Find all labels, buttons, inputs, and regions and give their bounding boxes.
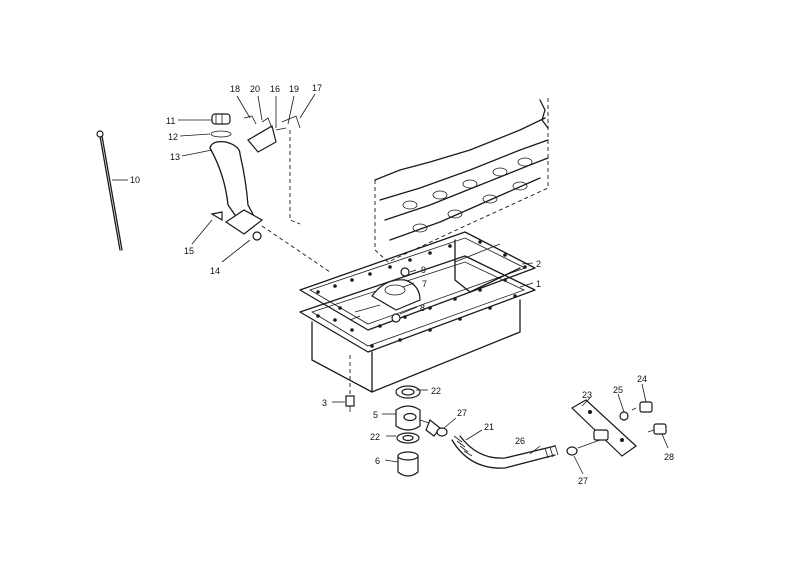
callout-25: 25 bbox=[613, 385, 623, 395]
callout-17: 17 bbox=[312, 83, 322, 93]
callout-27-right: 27 bbox=[578, 476, 588, 486]
callout-7: 7 bbox=[422, 279, 427, 289]
callout-28: 28 bbox=[664, 452, 674, 462]
oil-pan bbox=[299, 231, 536, 393]
callout-12: 12 bbox=[168, 132, 178, 142]
callout-23: 23 bbox=[582, 390, 592, 400]
callout-10: 10 bbox=[130, 175, 140, 185]
callout-8: 8 bbox=[420, 303, 425, 313]
callout-16: 16 bbox=[270, 84, 280, 94]
callout-11: 11 bbox=[166, 116, 175, 126]
callout-22-upper: 22 bbox=[431, 386, 441, 396]
callout-14: 14 bbox=[210, 266, 220, 276]
callout-26: 26 bbox=[515, 436, 525, 446]
callout-1: 1 bbox=[536, 279, 541, 289]
callout-24: 24 bbox=[637, 374, 647, 384]
callout-22-lower: 22 bbox=[370, 432, 380, 442]
flange-bracket bbox=[571, 399, 667, 457]
callout-21: 21 bbox=[484, 422, 494, 432]
drain-plug-group bbox=[345, 355, 441, 477]
callout-9: 9 bbox=[421, 265, 426, 275]
callout-18: 18 bbox=[230, 84, 240, 94]
callout-15-upper: 15 bbox=[184, 246, 194, 256]
callout-27-left: 27 bbox=[457, 408, 467, 418]
filler-neck bbox=[209, 113, 331, 273]
callout-20: 20 bbox=[250, 84, 260, 94]
callout-19: 19 bbox=[289, 84, 299, 94]
callout-5: 5 bbox=[373, 410, 378, 420]
callout-13: 13 bbox=[170, 152, 180, 162]
callout-6: 6 bbox=[375, 456, 380, 466]
callout-2: 2 bbox=[536, 259, 541, 269]
oil-hose bbox=[436, 427, 601, 469]
oil-pickup bbox=[349, 267, 421, 323]
leader-lines bbox=[112, 93, 669, 475]
engine-block bbox=[374, 98, 549, 263]
callouts: 2 1 3 5 6 7 8 9 10 11 12 13 14 15 15 20 … bbox=[130, 83, 674, 486]
dipstick bbox=[96, 130, 123, 251]
callout-3: 3 bbox=[322, 398, 327, 408]
